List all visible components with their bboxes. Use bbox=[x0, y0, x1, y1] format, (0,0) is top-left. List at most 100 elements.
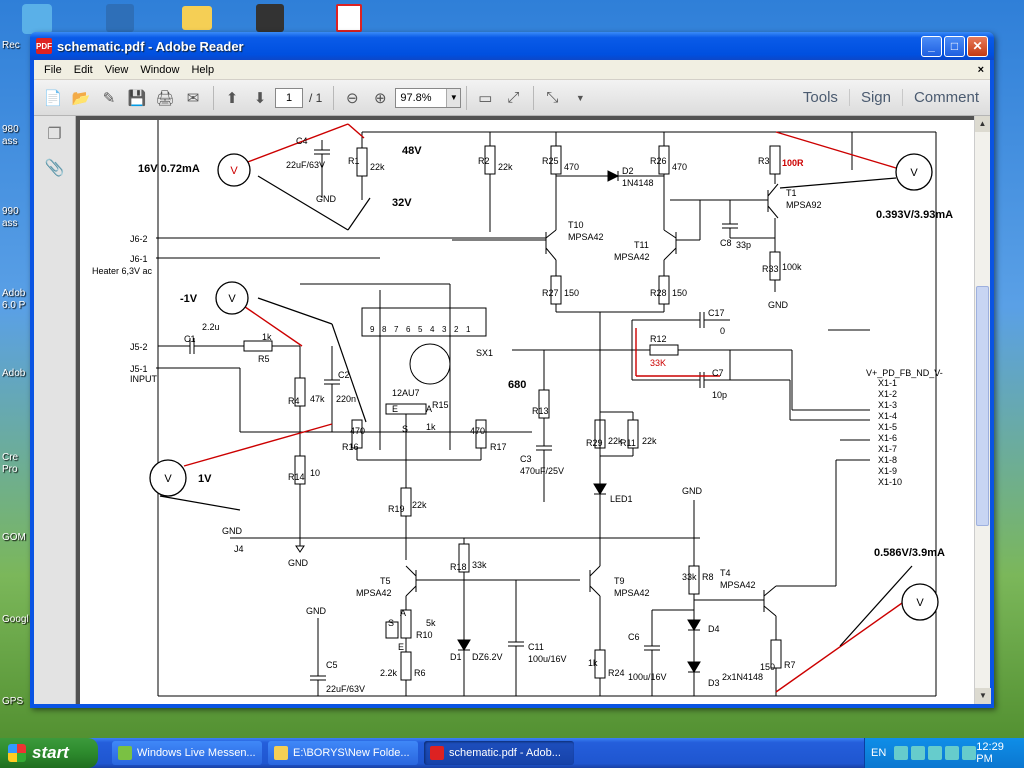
tray-icon[interactable] bbox=[928, 746, 943, 760]
menu-view[interactable]: View bbox=[104, 63, 129, 76]
taskbar-item-explorer[interactable]: E:\BORYS\New Folde... bbox=[268, 741, 418, 765]
desktop-label[interactable]: ass bbox=[2, 218, 18, 229]
sign-link[interactable]: Sign bbox=[848, 89, 902, 106]
desktop-label[interactable]: Cre bbox=[2, 452, 19, 463]
previous-page-icon[interactable]: ⬆ bbox=[225, 89, 239, 107]
desktop-label[interactable]: Adob bbox=[2, 368, 26, 379]
desktop-label[interactable]: GOM bbox=[2, 532, 26, 543]
menu-help[interactable]: Help bbox=[191, 63, 215, 76]
bus-pin: X1-6 bbox=[878, 433, 897, 443]
tube-pin: 3 bbox=[442, 325, 447, 334]
connector-heater: Heater 6,3V ac bbox=[92, 266, 153, 276]
label-r6: R6 bbox=[414, 668, 426, 678]
print-icon[interactable]: 🖨 bbox=[155, 89, 175, 107]
desktop-icon-pdf[interactable] bbox=[336, 4, 362, 32]
language-indicator[interactable]: EN bbox=[871, 747, 887, 759]
scroll-down-icon[interactable]: ▼ bbox=[975, 688, 991, 704]
toolbar-menu-chevron-icon[interactable]: ▼ bbox=[575, 92, 585, 103]
zoom-out-icon[interactable]: ⊖ bbox=[346, 89, 359, 107]
chevron-down-icon[interactable]: ▼ bbox=[446, 88, 461, 107]
maximize-button[interactable]: □ bbox=[944, 35, 965, 57]
page-number-input[interactable]: 1 bbox=[275, 87, 303, 108]
label-r8: R8 bbox=[702, 572, 714, 582]
pages-panel-icon[interactable]: ❐ bbox=[47, 126, 62, 143]
menu-file[interactable]: File bbox=[44, 63, 62, 76]
value-r2: 22k bbox=[498, 162, 513, 172]
gnd-label: GND bbox=[768, 300, 789, 310]
taskbar-item-reader[interactable]: schematic.pdf - Adob... bbox=[424, 741, 574, 765]
value-r16: 470 bbox=[350, 426, 365, 436]
menu-edit[interactable]: Edit bbox=[73, 63, 93, 76]
scroll-up-icon[interactable]: ▲ bbox=[975, 116, 990, 132]
zoom-select[interactable]: 97.8% ▼ bbox=[395, 87, 462, 108]
value-t5: MPSA42 bbox=[356, 588, 392, 598]
fit-width-icon[interactable]: ⤢ bbox=[507, 89, 520, 106]
document-close-button[interactable]: × bbox=[977, 63, 984, 76]
navigation-pane: ❐ 📎 bbox=[34, 116, 76, 704]
menu-window[interactable]: Window bbox=[140, 63, 180, 76]
bus-pin: X1-8 bbox=[878, 455, 897, 465]
pot-pin: E bbox=[392, 404, 398, 414]
desktop-label[interactable]: 6.0 P bbox=[2, 300, 26, 311]
comment-link[interactable]: Comment bbox=[901, 89, 990, 106]
desktop-label[interactable]: ass bbox=[2, 136, 18, 147]
desktop-icon-folder[interactable] bbox=[182, 6, 212, 30]
tube-pin: 4 bbox=[430, 325, 435, 334]
label-c3: C3 bbox=[520, 454, 532, 464]
title-bar[interactable]: PDF schematic.pdf - Adobe Reader _ □ ✕ bbox=[30, 32, 994, 60]
desktop-label[interactable]: Pro bbox=[2, 464, 18, 475]
tray-icon[interactable] bbox=[911, 746, 926, 760]
pdf-page[interactable]: V V V V V 16V 0.72mA -1V 1V 0.393V/3.93m… bbox=[80, 120, 974, 704]
desktop-label[interactable]: Adob bbox=[2, 288, 26, 299]
attachments-icon[interactable]: 📎 bbox=[44, 160, 65, 177]
label-r4: R4 bbox=[288, 396, 300, 406]
desktop-label[interactable]: 990 bbox=[2, 206, 19, 217]
label-t4: T4 bbox=[720, 568, 731, 578]
desktop-label[interactable]: Googl bbox=[2, 614, 29, 625]
desktop-icon-chip[interactable] bbox=[256, 4, 284, 32]
close-button[interactable]: ✕ bbox=[967, 35, 988, 57]
value-r18: 33k bbox=[472, 560, 487, 570]
desktop-icon-file[interactable] bbox=[106, 4, 134, 32]
value-c11: 100u/16V bbox=[528, 654, 567, 664]
next-page-icon[interactable]: ⬇ bbox=[253, 89, 267, 107]
pdf-icon bbox=[430, 746, 444, 760]
email-icon[interactable]: ✉ bbox=[186, 89, 200, 107]
measurement-label: 16V 0.72mA bbox=[138, 163, 200, 175]
label-r12: R12 bbox=[650, 334, 667, 344]
desktop-label[interactable]: Rec bbox=[2, 40, 20, 51]
open-icon[interactable]: 📂 bbox=[71, 89, 91, 107]
taskbar-item-messenger[interactable]: Windows Live Messen... bbox=[112, 741, 262, 765]
connector-j5-1: J5-1 bbox=[130, 364, 148, 374]
tray-icon[interactable] bbox=[962, 746, 977, 760]
label-r19: R19 bbox=[388, 504, 405, 514]
bus-pin: X1-10 bbox=[878, 477, 902, 487]
messenger-icon bbox=[118, 746, 132, 760]
value-c6: 100u/16V bbox=[628, 672, 667, 682]
window-title: schematic.pdf - Adobe Reader bbox=[57, 38, 244, 54]
scroll-thumb[interactable] bbox=[976, 286, 989, 526]
start-button[interactable]: start bbox=[0, 738, 98, 768]
desktop-label[interactable]: 980 bbox=[2, 124, 19, 135]
zoom-in-icon[interactable]: ⊕ bbox=[374, 89, 387, 107]
toolbar-separator bbox=[213, 85, 214, 110]
fullscreen-icon[interactable]: ⤡ bbox=[546, 89, 559, 106]
label-r10: R10 bbox=[416, 630, 433, 640]
tools-link[interactable]: Tools bbox=[802, 89, 838, 106]
tube-pin: 8 bbox=[382, 325, 387, 334]
label-d4: D4 bbox=[708, 624, 720, 634]
save-icon[interactable]: 💾 bbox=[127, 89, 147, 107]
vertical-scrollbar[interactable]: ▲ ▼ bbox=[974, 116, 991, 704]
clock[interactable]: 12:29 PM bbox=[976, 741, 1004, 765]
pot-pin: E bbox=[398, 642, 404, 652]
desktop-icon-recycle[interactable] bbox=[22, 4, 52, 34]
value-r29: 22k bbox=[608, 436, 623, 446]
tray-icon[interactable] bbox=[894, 746, 909, 760]
tray-icon[interactable] bbox=[945, 746, 960, 760]
label-r1: R1 bbox=[348, 156, 360, 166]
fit-page-icon[interactable]: ▭ bbox=[478, 89, 493, 107]
edit-icon[interactable]: ✎ bbox=[102, 89, 116, 107]
desktop-label[interactable]: GPS bbox=[2, 696, 24, 707]
create-pdf-icon[interactable]: 📄 bbox=[43, 89, 63, 107]
minimize-button[interactable]: _ bbox=[921, 35, 942, 57]
